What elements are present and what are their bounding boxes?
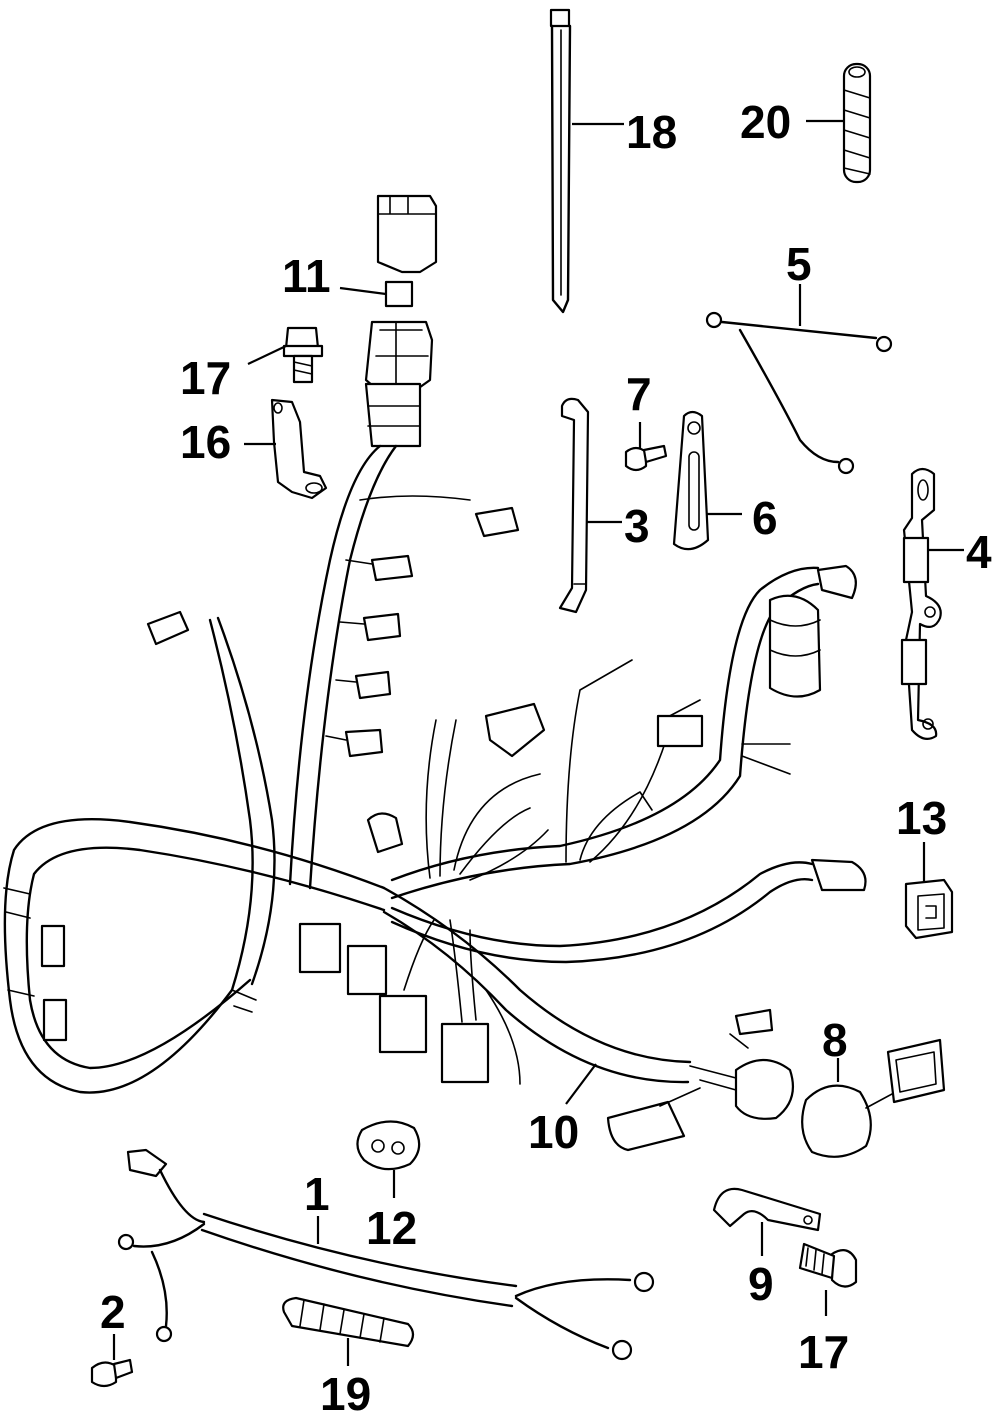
callout-8: 8 [822, 1014, 848, 1066]
leader-line-10 [565, 1063, 597, 1105]
callout-9: 9 [748, 1258, 774, 1310]
leader-line-17a [247, 345, 287, 365]
callout-5: 5 [786, 238, 812, 290]
cap-part [904, 878, 954, 940]
callout-2: 2 [100, 1286, 126, 1338]
callout-17-bottom: 17 [798, 1326, 849, 1378]
callout-4: 4 [966, 526, 992, 578]
callout-20: 20 [740, 96, 791, 148]
relay-part [364, 194, 438, 448]
leader-line-11 [339, 286, 387, 296]
callout-16: 16 [180, 416, 231, 468]
callout-10: 10 [528, 1106, 579, 1158]
callout-1: 1 [304, 1168, 330, 1220]
spiral-sleeve-part [842, 62, 872, 184]
callout-7: 7 [626, 368, 652, 420]
clamp-part [712, 1187, 822, 1232]
main-wiring-harness-part [3, 444, 867, 1152]
small-bolt-part [90, 1358, 134, 1388]
ground-strap-part [900, 467, 942, 741]
callout-11: 11 [282, 250, 331, 302]
screw-part [624, 444, 668, 472]
callout-6: 6 [752, 492, 778, 544]
spiral-sleeve-part [282, 1296, 415, 1348]
sub-harness-part [117, 1148, 655, 1361]
strap-part [672, 410, 710, 551]
grommet-part [356, 1120, 421, 1171]
ground-lead-part [705, 311, 893, 475]
callout-18: 18 [626, 106, 677, 158]
screw-part-bottom [798, 1242, 858, 1288]
callout-13: 13 [896, 792, 947, 844]
cable-tie-part [549, 8, 572, 314]
callout-12: 12 [366, 1202, 417, 1254]
switch-part [801, 1038, 946, 1158]
callout-3: 3 [624, 500, 650, 552]
callout-19: 19 [320, 1368, 371, 1416]
tube-part [558, 397, 590, 614]
bracket-part [270, 398, 328, 500]
bolt-part [282, 326, 324, 384]
callout-17-top: 17 [180, 352, 231, 404]
